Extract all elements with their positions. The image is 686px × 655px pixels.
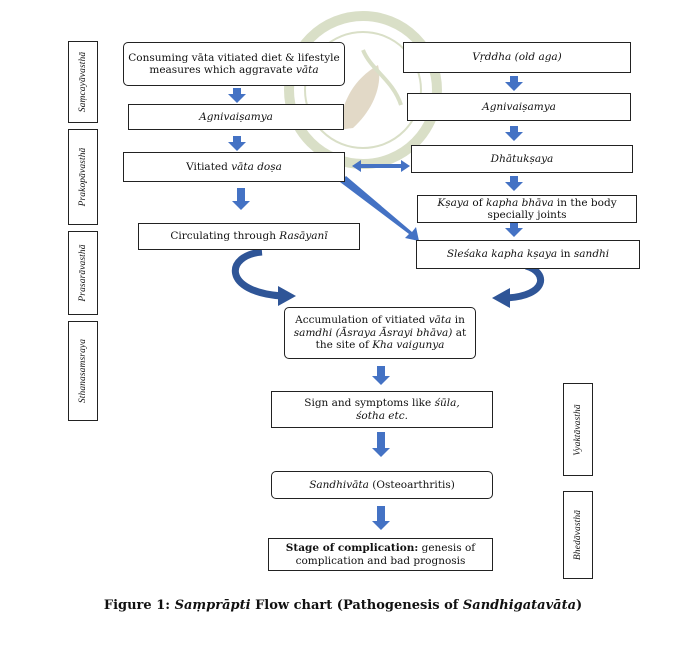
box-complication: Stage of complication: genesis of compli… <box>268 538 493 571</box>
arrow-down <box>505 222 523 237</box>
stage-bheda: Bhedāvasthā <box>563 491 593 579</box>
stage-samcaya: Saṃcayāvasthā <box>68 41 98 123</box>
curved-arrow-right <box>492 262 545 308</box>
arrow-down <box>228 88 246 103</box>
arrow-down <box>505 76 523 91</box>
diagonal-arrow <box>340 176 419 241</box>
stage-sthanasamsraya: Sthanasamsraya <box>68 321 98 421</box>
box-agnivaisamya-left: Agnivaiṣamya <box>128 104 344 130</box>
arrow-down <box>505 176 523 191</box>
box-slesaka: Sleśaka kapha kṣaya in sandhi <box>416 240 640 269</box>
stage-prakopa: Prakopāvasthā <box>68 129 98 225</box>
arrow-down <box>228 136 246 151</box>
arrow-down <box>372 366 390 385</box>
arrow-down <box>372 506 390 530</box>
arrow-down <box>232 188 250 210</box>
box-ksaya-kapha: Kṣaya of kapha bhāva in the body special… <box>417 195 637 223</box>
arrow-down <box>505 126 523 141</box>
box-vrddha: Vṛddha (old aga) <box>403 42 631 73</box>
stage-prasara: Prasarāvasthā <box>68 231 98 315</box>
stage-vyakti: Vyaktāvasthā <box>563 383 593 476</box>
box-diet: Consuming vāta vitiated diet & lifestyle… <box>123 42 345 86</box>
box-signs: Sign and symptoms like śūla,śotha etc. <box>271 391 493 428</box>
box-dhatuksaya: Dhātukṣaya <box>411 145 633 173</box>
box-vitiated-vata: Vitiated vāta doṣa <box>123 152 345 182</box>
box-agnivaisamya-right: Agnivaiṣamya <box>407 93 631 121</box>
box-circulating: Circulating through Rasāyanī <box>138 223 360 250</box>
arrow-down <box>372 432 390 457</box>
box-sandhivata: Sandhivāta (Osteoarthritis) <box>271 471 493 499</box>
double-arrow <box>352 160 410 172</box>
curved-arrow-left <box>232 248 296 306</box>
figure-caption: Figure 1: Saṃprāpti Flow chart (Pathogen… <box>103 598 583 613</box>
box-accumulation: Accumulation of vitiated vāta in samdhi … <box>284 307 476 359</box>
